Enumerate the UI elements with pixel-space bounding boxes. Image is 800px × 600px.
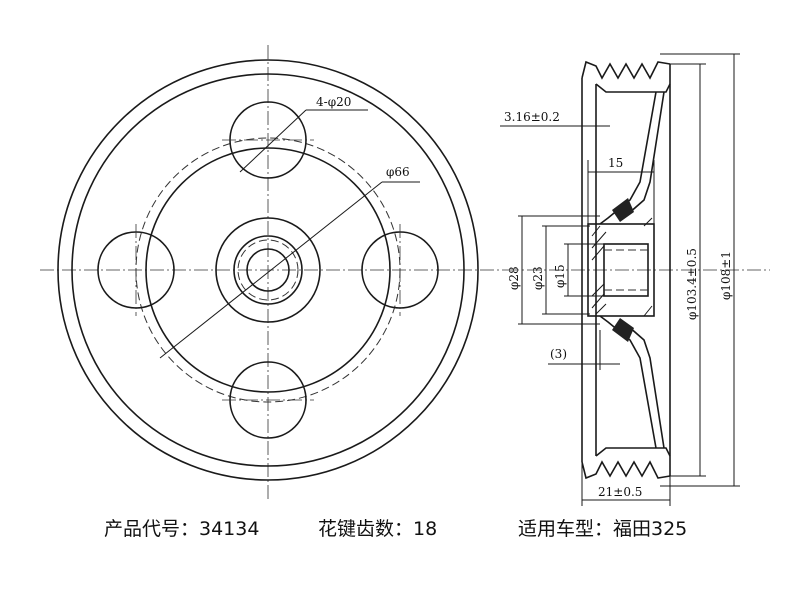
section-fill-lower [612, 318, 634, 342]
lightening-holes [97, 101, 439, 439]
web-disc-lower [599, 315, 657, 449]
caption-vehicle: 适用车型：福田325 [518, 518, 688, 540]
top-groove-base [595, 83, 671, 93]
front-view: 4-φ20 φ66 [40, 45, 505, 500]
caption-product-code: 产品代号：34134 [104, 518, 260, 540]
label-d15: φ15 [553, 264, 567, 288]
web-disc-lower-2 [627, 325, 665, 449]
inner-rim-circle [71, 73, 465, 467]
label-d28: φ28 [507, 266, 521, 290]
section-fill-upper [612, 198, 634, 222]
outer-rim-circle [57, 59, 479, 481]
label-15: 15 [608, 156, 623, 170]
web-disc-upper [599, 91, 657, 225]
hub-inner-circle [233, 235, 303, 305]
top-grooves [581, 60, 671, 80]
label-pcd: φ66 [386, 165, 410, 179]
hub-outer-circle [215, 217, 321, 323]
web-circle [145, 147, 391, 393]
label-d108: φ108±1 [719, 251, 733, 300]
leader-holes [239, 109, 307, 173]
label-3: (3) [550, 347, 567, 361]
caption-row: 产品代号：34134 花键齿数：18 适用车型：福田325 [0, 508, 800, 548]
caption-spline-teeth: 花键齿数：18 [318, 518, 438, 540]
label-wall: 3.16±0.2 [504, 110, 560, 124]
label-holes: 4-φ20 [316, 95, 351, 109]
bottom-groove-base [595, 447, 671, 457]
hub-body [587, 223, 655, 317]
bottom-grooves [581, 460, 671, 480]
hub-hatching [591, 217, 653, 317]
label-width: 21±0.5 [598, 485, 642, 499]
leader-pcd [159, 181, 383, 359]
side-view: 3.16±0.2 15 φ28 φ23 φ15 (3) φ103.4±0.5 φ [500, 53, 770, 506]
hub-bore-circle [246, 248, 290, 292]
hub-bore [603, 243, 649, 297]
web-disc-upper-2 [627, 91, 665, 215]
label-d23: φ23 [531, 266, 545, 290]
label-d103: φ103.4±0.5 [685, 248, 699, 320]
hub-spline-circle [237, 239, 299, 301]
